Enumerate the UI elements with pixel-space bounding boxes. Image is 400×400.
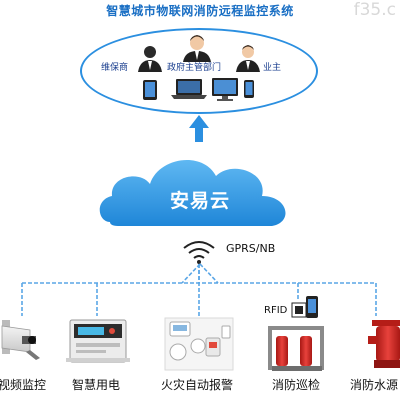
role-label-government: 政府主管部门 (167, 63, 222, 73)
users-ellipse (80, 28, 318, 114)
camera-icon (1, 320, 40, 360)
role-label-maintainer: 维保商 (101, 63, 129, 73)
wireless-signal-icon (183, 241, 215, 259)
device-label-power: 智慧用电 (72, 378, 121, 392)
desktop-monitor-icon (212, 78, 238, 101)
diagram-title: 智慧城市物联网消防远程监控系统 (106, 4, 294, 18)
device-label-video: 视频监控 (0, 378, 47, 392)
government-person-icon (183, 35, 211, 62)
power-meter-icon (66, 319, 130, 363)
cloud-label: 安易云 (169, 190, 230, 212)
device-label-fire-alarm: 火灾自动报警 (161, 378, 234, 392)
cloud-icon (99, 160, 286, 226)
fire-alarm-icon (164, 317, 234, 371)
device-label-water: 消防水源 (350, 378, 399, 392)
pump-inspection-icon (268, 326, 324, 371)
connector-lines (21, 263, 377, 316)
watermark: f35.c (353, 0, 396, 20)
device-label-inspection: 消防巡检 (272, 378, 321, 392)
rfid-label: RFID (264, 305, 288, 316)
role-label-owner: 业主 (263, 63, 282, 73)
owner-person-icon (236, 45, 260, 72)
tablet-icon (143, 80, 157, 100)
rfid-phone-icon (291, 296, 318, 318)
laptop-icon (171, 79, 207, 99)
network-label: GPRS/NB (226, 242, 276, 255)
maintainer-person-icon (138, 46, 162, 72)
phone-icon (244, 80, 254, 98)
upload-arrow-icon (189, 115, 209, 142)
water-pump-icon (368, 320, 400, 368)
